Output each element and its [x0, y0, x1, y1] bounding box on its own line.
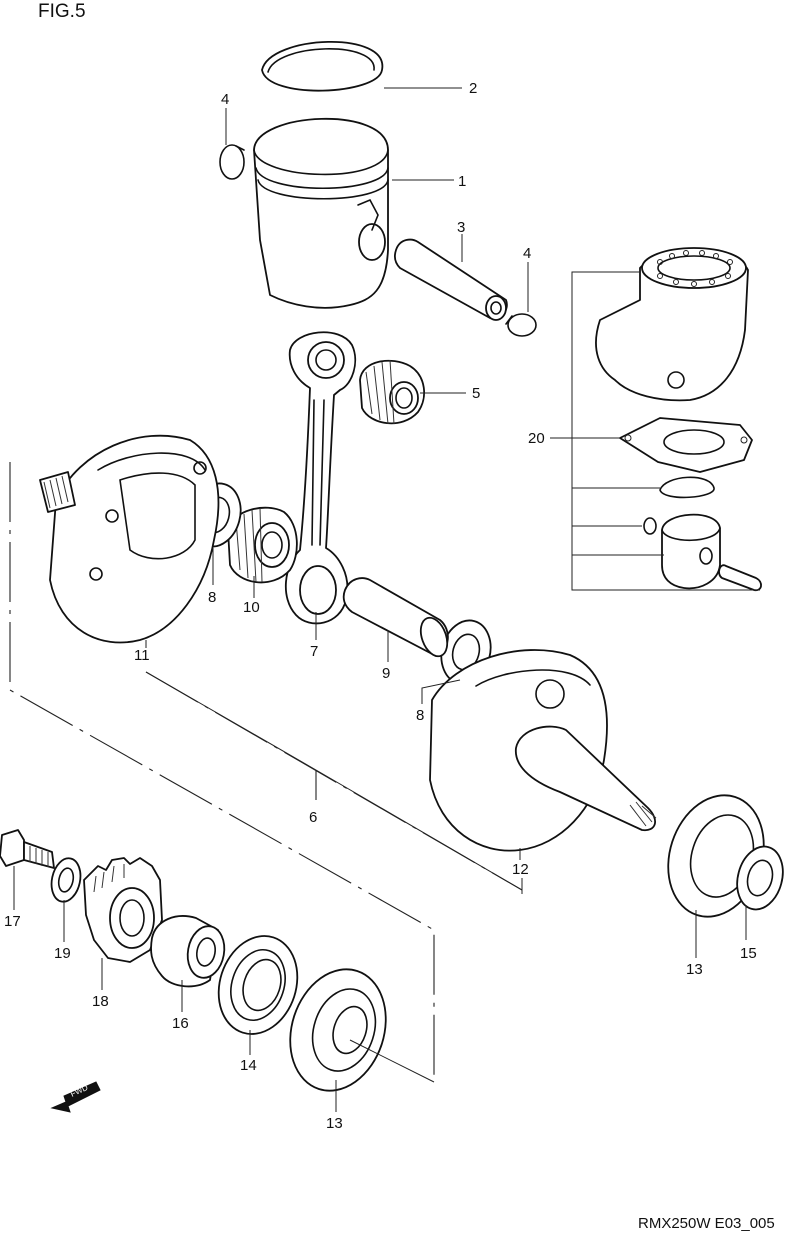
part-kit-pin [718, 564, 762, 592]
figure-code: RMX250W E03_005 [638, 1215, 775, 1232]
callout-19: 19 [54, 945, 71, 962]
fwd-arrow-icon: FWD [50, 1081, 101, 1113]
part-piston [253, 117, 389, 309]
part-small-end-bearing [359, 359, 425, 425]
part-connecting-rod [284, 331, 357, 625]
part-big-end-bearing [227, 506, 298, 584]
callout-6: 6 [309, 809, 317, 826]
callout-1: 1 [458, 173, 466, 190]
part-kit-piston [661, 513, 721, 590]
callout-8-right: 8 [416, 707, 424, 724]
callout-13-right: 13 [686, 961, 703, 978]
part-circlip-right [505, 313, 537, 337]
callout-2: 2 [469, 80, 477, 97]
part-collar [736, 845, 784, 911]
callout-13-left: 13 [326, 1115, 343, 1132]
part-piston-pin [393, 238, 508, 321]
callout-17: 18 [92, 993, 109, 1010]
part-crank-right [429, 649, 657, 852]
callout-4-left: 4 [221, 91, 229, 108]
figure-title: FIG.5 [38, 1, 86, 22]
callout-labels: 2 1 3 4 4 5 20 8 10 11 7 9 8 6 12 17 19 … [4, 80, 757, 1132]
callout-8-left: 8 [208, 589, 216, 606]
callout-14: 14 [240, 1057, 257, 1074]
part-spacer [150, 915, 226, 988]
part-washer [50, 857, 82, 903]
part-cylinder-gasket [619, 417, 753, 473]
callout-7: 7 [310, 643, 318, 660]
callout-12: 12 [512, 861, 529, 878]
part-kit-ring [659, 476, 715, 499]
part-bolt [0, 829, 55, 869]
part-crank-pin [342, 577, 449, 658]
callout-3: 3 [457, 219, 465, 236]
leader-lines [13, 87, 760, 1112]
assembly-lines [9, 462, 523, 1082]
part-oil-seal [217, 935, 299, 1035]
callout-5: 5 [472, 385, 480, 402]
callout-18: 17 [4, 913, 21, 930]
callout-15: 15 [740, 945, 757, 962]
part-kit-circlip [643, 517, 657, 535]
part-crank-left [39, 434, 220, 644]
part-bearing-left [289, 968, 387, 1092]
part-circlip-left [219, 144, 245, 180]
part-gear [83, 857, 163, 963]
callout-16: 16 [172, 1015, 189, 1032]
callout-4-right: 4 [523, 245, 531, 262]
callout-10: 10 [243, 599, 260, 616]
callout-11: 11 [134, 647, 150, 664]
part-piston-ring [261, 40, 383, 92]
callout-9: 9 [382, 665, 390, 682]
callout-20: 20 [528, 430, 545, 447]
part-cylinder [595, 247, 749, 402]
